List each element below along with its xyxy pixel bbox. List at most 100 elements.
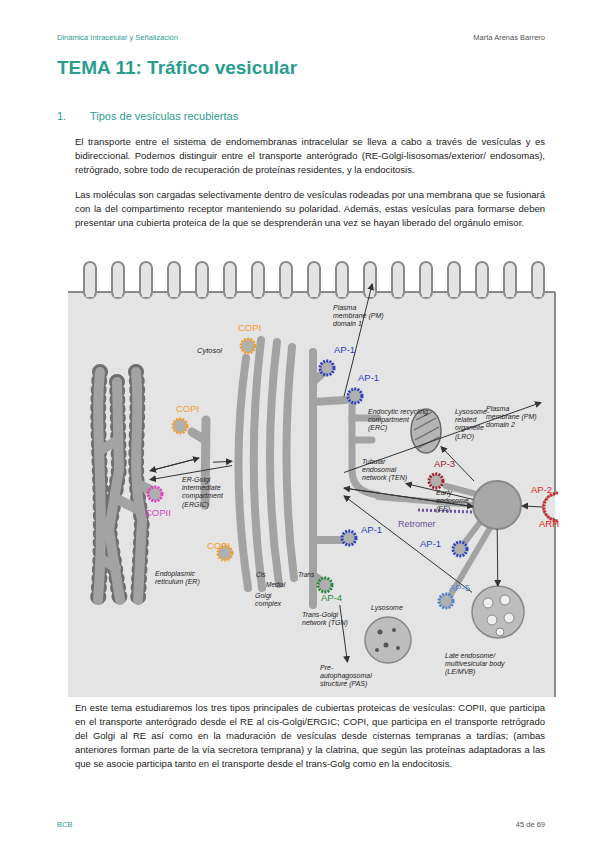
clathrin-pit [544, 493, 558, 521]
page-number: 45 de 69 [470, 820, 545, 829]
microvilli [476, 262, 488, 298]
early-endosome [473, 481, 521, 529]
microvilli [308, 262, 320, 298]
coated-vesicles [429, 474, 443, 488]
er-tubules [98, 372, 150, 600]
cell-body [68, 292, 555, 697]
microvilli [420, 262, 432, 298]
compartment-label: Lysosome-related organelle (LRO) [455, 408, 503, 441]
multivesicular-body [500, 595, 510, 605]
body-paragraph: Las moléculas son cargadas selectivament… [75, 188, 545, 230]
compartment-label: Endoplasmic reticulum (ER) [155, 570, 207, 586]
compartment: Tubular endosomal network (TEN) [350, 462, 406, 492]
compartment: Golgi complex [232, 335, 296, 585]
compartment-label: Pre-autophagosomal structure (PAS) [320, 664, 384, 689]
lysosome [384, 643, 389, 648]
compartment-label: Tubular endosomal network (TEN) [362, 458, 410, 483]
compartment: Plasma membrane (PM) domain 1 [300, 262, 450, 284]
microvilli [336, 262, 348, 298]
cisterna-label: Cis [256, 571, 276, 579]
endosomal-tubules [450, 528, 490, 596]
coat-label: AP-2 [531, 484, 571, 496]
microvilli-base [86, 289, 94, 297]
compartment: Endocytic recycling compartment (ERC) [348, 400, 382, 452]
microvilli-base [226, 289, 234, 297]
coat-label: AP-3 [434, 458, 474, 470]
lro [411, 409, 441, 453]
compartment: Late endosome/ multivesicular body (LE/M… [472, 586, 524, 638]
section-number: 1. [57, 110, 82, 124]
coat-label: Retromer [398, 519, 448, 530]
compartment: Lysosome-related organelle (LRO) [411, 409, 441, 453]
microvilli [364, 262, 376, 298]
compartment-label: Early endosome (EE) [436, 489, 474, 514]
cisterna-label: Trans [298, 571, 323, 579]
region-label: Cytosol [197, 346, 237, 355]
compartment: Endoplasmic reticulum (ER) [88, 365, 150, 605]
compartment: Plasma membrane (PM) domain 2 [541, 375, 555, 425]
transport-arrow [150, 458, 199, 471]
cell-body [68, 292, 555, 697]
lysosome [365, 617, 411, 663]
transport-arrow [497, 529, 499, 586]
coat-label: AP-4 [321, 592, 361, 604]
microvilli-base [366, 289, 374, 297]
lysosome [392, 628, 396, 632]
golgi-cisternae [270, 342, 279, 584]
golgi-cisternae [254, 340, 262, 588]
microvilli [392, 262, 404, 298]
coat-label: ARH [539, 518, 579, 530]
multivesicular-body [504, 613, 514, 623]
tgn-tubules [309, 352, 317, 605]
multivesicular-body [487, 615, 497, 625]
coated-vesicles [348, 389, 362, 403]
coat-label: COPI [207, 540, 247, 552]
coated-vesicles [241, 339, 255, 353]
er-tubules [98, 372, 101, 600]
endocytic-arrow [522, 503, 542, 509]
coated-vesicles [320, 361, 334, 375]
microvilli-base [422, 289, 430, 297]
coated-vesicles [453, 542, 467, 556]
microvilli-base [142, 289, 150, 297]
coat-label: AP-1 [334, 344, 374, 356]
cell-body [554, 519, 556, 697]
coated-vesicles [439, 594, 453, 608]
coated-vesicles [148, 487, 162, 501]
microvilli-base [86, 289, 542, 297]
er-tubules [103, 560, 116, 568]
tgn-tubules [313, 400, 345, 402]
microvilli-base [198, 289, 206, 297]
transport-arrow [344, 496, 472, 593]
coat-label: AP-5 [449, 582, 489, 594]
cisterna-label: Medial [266, 581, 296, 589]
transport-arrow [213, 461, 232, 463]
running-header: Dinámica Intracelular y Señalización [57, 33, 307, 42]
multivesicular-body [496, 628, 504, 636]
compartment-label: Endocytic recycling compartment (ERC) [368, 408, 428, 433]
compartment: Early endosome (EE) [473, 481, 521, 529]
coat-label: COPII [145, 507, 185, 519]
coat-label: COPI [176, 403, 216, 415]
microvilli-base [170, 289, 178, 297]
lro [414, 412, 439, 448]
microvilli-base [534, 289, 542, 297]
microvilli [224, 262, 236, 298]
microvilli [532, 262, 544, 298]
erc-tubules [352, 437, 372, 444]
tgn-tubules [313, 536, 342, 544]
microvilli-base [114, 289, 122, 297]
er-ribosomes [98, 372, 101, 600]
microvilli [140, 262, 152, 298]
early-endosome [473, 481, 521, 529]
transport-arrow [150, 458, 199, 471]
tgn-tubules [313, 352, 345, 605]
compartment-label: Plasma membrane (PM) domain 1 [333, 304, 388, 329]
coated-vesicles [342, 531, 356, 545]
lysosome [396, 646, 400, 650]
body-paragraph: En este tema estudiaremos los tres tipos… [75, 701, 545, 771]
clathrin-pit [543, 493, 558, 521]
endocytic-arrow [522, 503, 528, 509]
coated-vesicles [148, 339, 467, 608]
